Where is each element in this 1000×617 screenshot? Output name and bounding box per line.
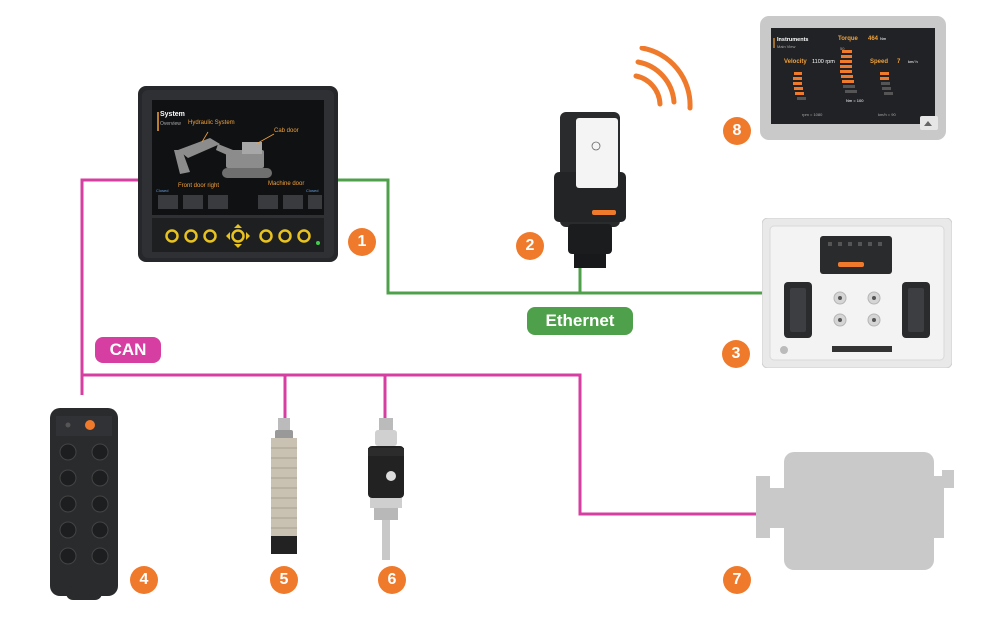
svg-text:1100 rpm: 1100 rpm: [812, 59, 835, 65]
tablet-icon: Instruments Main View Torque 464 Nm Velo…: [760, 16, 946, 140]
hmi-display-icon: System Overview Hydraulic System Cab doo…: [138, 86, 338, 262]
svg-text:464: 464: [868, 36, 879, 42]
svg-text:50: 50: [840, 46, 845, 51]
device-badge-6: 6: [378, 566, 406, 594]
device-badge-1: 1: [348, 228, 376, 256]
svg-text:Nm = 100: Nm = 100: [846, 98, 864, 103]
svg-text:Cab door: Cab door: [274, 128, 299, 134]
device-badge-2: 2: [516, 232, 544, 260]
svg-text:Main View: Main View: [777, 44, 795, 49]
can-label: CAN: [95, 337, 161, 363]
encoder-icon: [368, 418, 404, 560]
svg-text:Instruments: Instruments: [777, 37, 808, 43]
engine-icon: [756, 452, 954, 570]
can-line-display: [80, 178, 140, 395]
svg-text:km/h = 90: km/h = 90: [878, 112, 896, 117]
device-badge-8: 8: [723, 117, 751, 145]
svg-text:Nm: Nm: [880, 36, 887, 41]
svg-text:rpm = 1080: rpm = 1080: [802, 112, 823, 117]
svg-text:Closed: Closed: [156, 188, 168, 193]
svg-text:Speed: Speed: [870, 59, 888, 65]
svg-text:Hydraulic System: Hydraulic System: [188, 120, 235, 126]
svg-text:Overview: Overview: [160, 121, 181, 127]
can-line-main: [82, 373, 762, 516]
svg-text:Torque: Torque: [838, 36, 859, 42]
svg-text:Velocity: Velocity: [784, 59, 807, 65]
ethernet-line-main: [336, 178, 765, 295]
device-badge-7: 7: [723, 566, 751, 594]
svg-text:Machine door: Machine door: [268, 181, 304, 187]
can-bus-lines: [80, 178, 762, 516]
inductive-sensor-icon: [271, 418, 297, 554]
wireless-signal-icon: [633, 46, 693, 111]
io-module-icon: [50, 408, 118, 600]
svg-text:Front door right: Front door right: [178, 183, 219, 189]
device-badge-4: 4: [130, 566, 158, 594]
svg-text:System: System: [160, 111, 185, 118]
wireless-gateway-icon: [554, 112, 626, 268]
svg-text:km/ h: km/ h: [908, 59, 918, 64]
svg-text:Closed: Closed: [306, 188, 318, 193]
ethernet-lines: [336, 178, 765, 295]
controller-module-icon: [762, 218, 952, 368]
device-badge-3: 3: [722, 340, 750, 368]
svg-text:7: 7: [897, 59, 901, 65]
device-badge-5: 5: [270, 566, 298, 594]
ethernet-label: Ethernet: [527, 307, 633, 335]
